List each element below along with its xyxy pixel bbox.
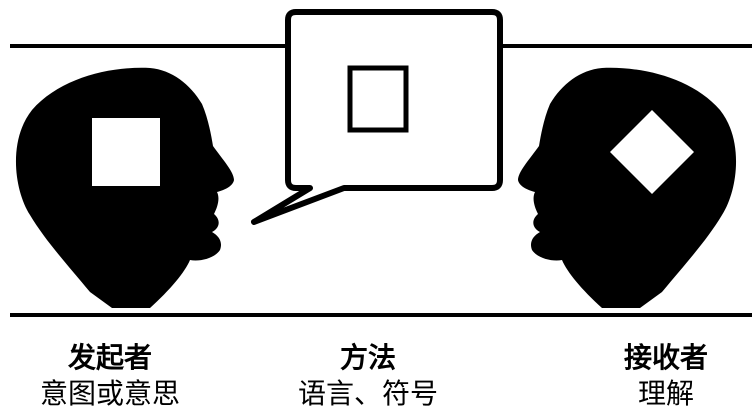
method-role-label: 方法 <box>339 341 396 374</box>
receiver-role-label: 接收者 <box>623 341 708 374</box>
receiver-description-label: 理解 <box>637 377 694 410</box>
message-square-icon <box>347 65 409 133</box>
sender-role-label: 发起者 <box>67 341 152 374</box>
message-bubble-icon <box>251 9 503 225</box>
sender-head-icon <box>15 67 235 309</box>
sender-description-label: 意图或意思 <box>39 377 180 410</box>
receiver-head-icon <box>518 67 737 309</box>
method-description-label: 语言、符号 <box>297 377 438 410</box>
sender-thought-square <box>92 118 160 186</box>
receiver-thought-diamond <box>610 110 694 194</box>
